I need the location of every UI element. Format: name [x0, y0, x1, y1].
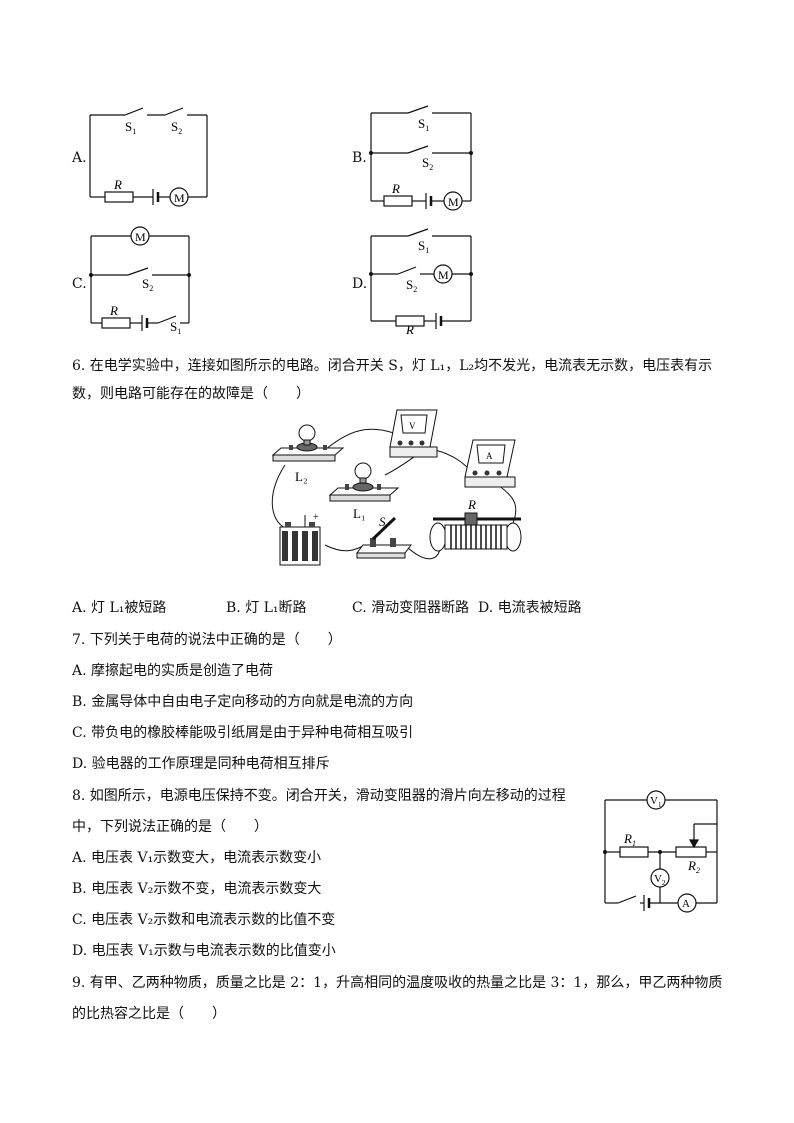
q8-stem-line2: 中，下列说法正确的是（ ）	[72, 819, 268, 835]
v1-label: V1	[650, 795, 662, 809]
q8-option-d: D. 电压表 V₁示数与电流表示数的比值变小	[72, 943, 336, 959]
q7-option-a: A. 摩擦起电的实质是创造了电荷	[72, 663, 274, 679]
ammeter-label: A	[682, 898, 690, 910]
q6-stem-line2: 数，则电路可能存在的故障是（ ）	[72, 386, 310, 402]
q7-option-c: C. 带负电的橡胶棒能吸引纸屑是由于异种电荷相互吸引	[72, 725, 414, 741]
q8-stem-line1: 8. 如图所示，电源电压保持不变。闭合开关，滑动变阻器的滑片向左移动的过程	[72, 788, 566, 804]
r2-label: R2	[687, 858, 700, 875]
q9-stem-line2: 的比热容之比是（ ）	[72, 1006, 226, 1022]
circuit-diagram-b: S1 S2 R M	[369, 105, 473, 211]
a-motor-label: M	[174, 191, 185, 205]
lamp-l1	[328, 462, 400, 502]
circuit-diagram-a: S1 S2 R M	[89, 107, 208, 207]
voltmeter	[389, 409, 438, 458]
d-s1-label: S1	[418, 238, 429, 255]
q8-option-b: B. 电压表 V₂示数不变，电流表示数变大	[72, 881, 322, 897]
rheostat	[429, 512, 522, 552]
q8-circuit-figure: V1 V2 R1 R2 A	[603, 790, 718, 913]
v2-label: V2	[654, 873, 666, 887]
battery-plus-label: +	[313, 512, 319, 523]
c-motor-label: M	[135, 230, 146, 244]
q7-stem: 7. 下列关于电荷的说法中正确的是（ ）	[72, 632, 342, 648]
voltmeter-label: V	[409, 421, 416, 431]
option-a-letter: A.	[72, 150, 87, 166]
l2-label: L₂	[295, 469, 307, 484]
c-s1-label: S1	[170, 319, 181, 335]
a-r-label: R	[113, 177, 122, 192]
d-motor-label: M	[438, 268, 449, 282]
d-r-label: R	[405, 322, 414, 336]
circuit-diagram-c: M S2 R S1	[89, 226, 191, 335]
battery	[279, 522, 321, 566]
option-d-letter: D.	[352, 276, 368, 292]
switch	[356, 516, 412, 559]
ammeter-label: A	[486, 451, 493, 461]
option-c-letter: C.	[72, 276, 87, 292]
option-b-letter: B.	[352, 150, 367, 166]
q6-option-c: C. 滑动变阻器断路	[352, 600, 470, 616]
c-r-label: R	[109, 303, 118, 318]
b-r-label: R	[391, 181, 400, 196]
a-s2-label: S2	[171, 119, 182, 136]
l1-label: L₁	[353, 506, 365, 521]
q6-stem-line1: 6. 在电学实验中，连接如图所示的电路。闭合开关 S，灯 L₁，L₂均不发光，电…	[72, 358, 713, 374]
q9-stem-line1: 9. 有甲、乙两种物质，质量之比是 2：1，升高相同的温度吸收的热量之比是 3：…	[72, 975, 723, 991]
q6-option-a: A. 灯 L₁被短路	[72, 600, 167, 616]
b-s1-label: S1	[418, 116, 429, 133]
c-s2-label: S2	[142, 276, 153, 293]
q8-option-a: A. 电压表 V₁示数变大，电流表示数变小	[72, 850, 322, 866]
r1-label: R1	[623, 831, 636, 848]
ammeter	[464, 439, 516, 488]
q6-option-d: D. 电流表被短路	[478, 600, 582, 616]
d-s2-label: S2	[406, 277, 417, 294]
q6-option-b: B. 灯 L₁断路	[226, 600, 307, 616]
q7-option-d: D. 验电器的工作原理是同种电荷相互排斥	[72, 756, 330, 772]
circuit-diagram-d: S1 S2 M R	[369, 228, 473, 336]
lamp-l2	[271, 424, 345, 462]
b-s2-label: S2	[422, 155, 433, 172]
a-s1-label: S1	[125, 119, 136, 136]
q8-option-c: C. 电压表 V₂示数和电流表示数的比值不变	[72, 912, 336, 928]
q7-option-b: B. 金属导体中自由电子定向移动的方向就是电流的方向	[72, 694, 414, 710]
rheostat-label: R	[467, 497, 476, 512]
q6-circuit-figure: L₂ L₁ V A +	[271, 409, 522, 566]
switch-label: S	[379, 514, 386, 529]
b-motor-label: M	[448, 195, 459, 209]
